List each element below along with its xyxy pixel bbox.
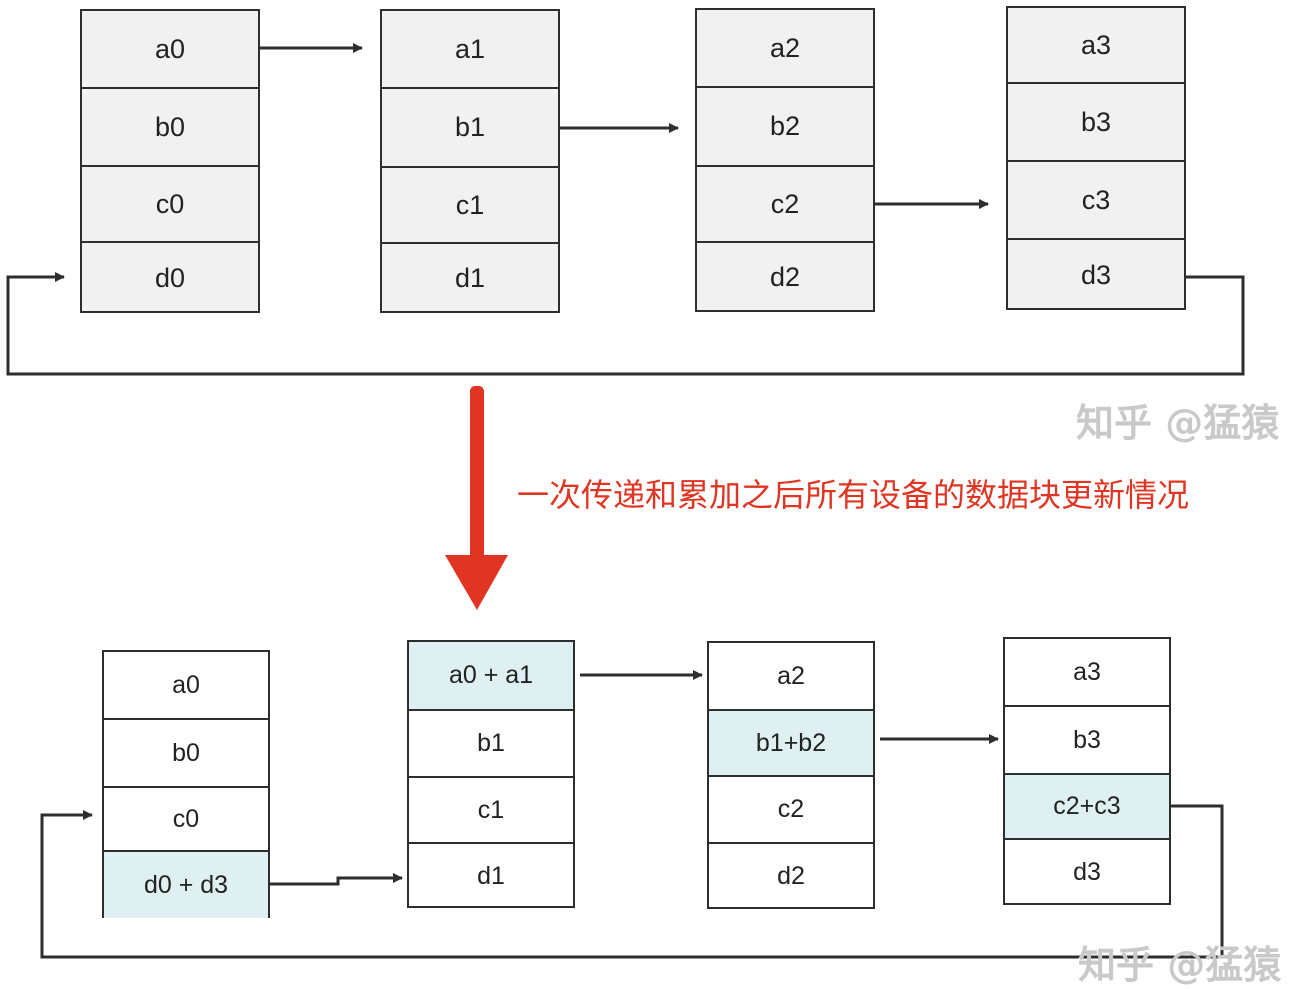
block-cell: c2 [697,165,873,241]
device-1-after: a0 + a1 b1 c1 d1 [407,640,575,908]
block-cell: d2 [697,241,873,312]
block-cell: d0 [82,241,258,313]
arrow-d0d3-to-d1 [270,873,403,886]
device-1-before: a1 b1 c1 d1 [380,9,560,313]
block-cell: b1 [409,709,573,776]
block-cell: d1 [382,242,558,313]
device-2-before: a2 b2 c2 d2 [695,8,875,312]
device-2-after: a2 b1+b2 c2 d2 [707,641,875,909]
block-cell: c2 [709,775,873,842]
block-cell: c0 [82,165,258,241]
block-cell: b2 [697,86,873,165]
diagram-caption: 一次传递和累加之后所有设备的数据块更新情况 [517,476,1190,514]
watermark: 知乎 @猛猿 [1078,943,1282,987]
device-3-after: a3 b3 c2+c3 d3 [1003,637,1171,905]
block-cell: b3 [1008,82,1184,160]
updated-block-cell: a0 + a1 [409,642,573,709]
block-cell: b0 [104,718,268,786]
block-cell: a2 [769,32,801,63]
block-cell: a3 [1080,29,1112,60]
block-cell: c1 [382,166,558,242]
block-cell: d2 [709,842,873,909]
block-cell: a2 [777,661,805,690]
block-cell: c0 [104,786,268,850]
block-cell: b3 [1005,705,1169,773]
block-cell: a3 [1073,657,1101,686]
ring-allreduce-diagram: a0 b0 c0 d0 a1 b1 c1 d1 a2 b2 c2 d2 a3 b… [6,6,1281,987]
updated-block-cell: b1+b2 [709,709,873,775]
block-cell: c1 [409,776,573,842]
updated-block-cell: d0 + d3 [104,850,268,918]
block-cell: a1 [454,33,486,64]
block-cell: d1 [409,842,573,908]
block-cell: c3 [1008,160,1184,238]
updated-block-cell: c2+c3 [1005,773,1169,838]
block-cell: b1 [382,87,558,166]
block-cell: d3 [1008,238,1184,310]
device-3-before: a3 b3 c3 d3 [1006,6,1186,310]
down-arrow-icon [445,386,508,610]
device-0-after: a0 b0 c0 d0 + d3 [102,650,270,918]
block-cell: a0 [172,670,200,699]
block-cell: b0 [82,87,258,165]
block-cell: a0 [154,33,186,64]
device-0-before: a0 b0 c0 d0 [80,9,260,313]
block-cell: d3 [1005,838,1169,905]
watermark: 知乎 @猛猿 [1076,401,1280,445]
